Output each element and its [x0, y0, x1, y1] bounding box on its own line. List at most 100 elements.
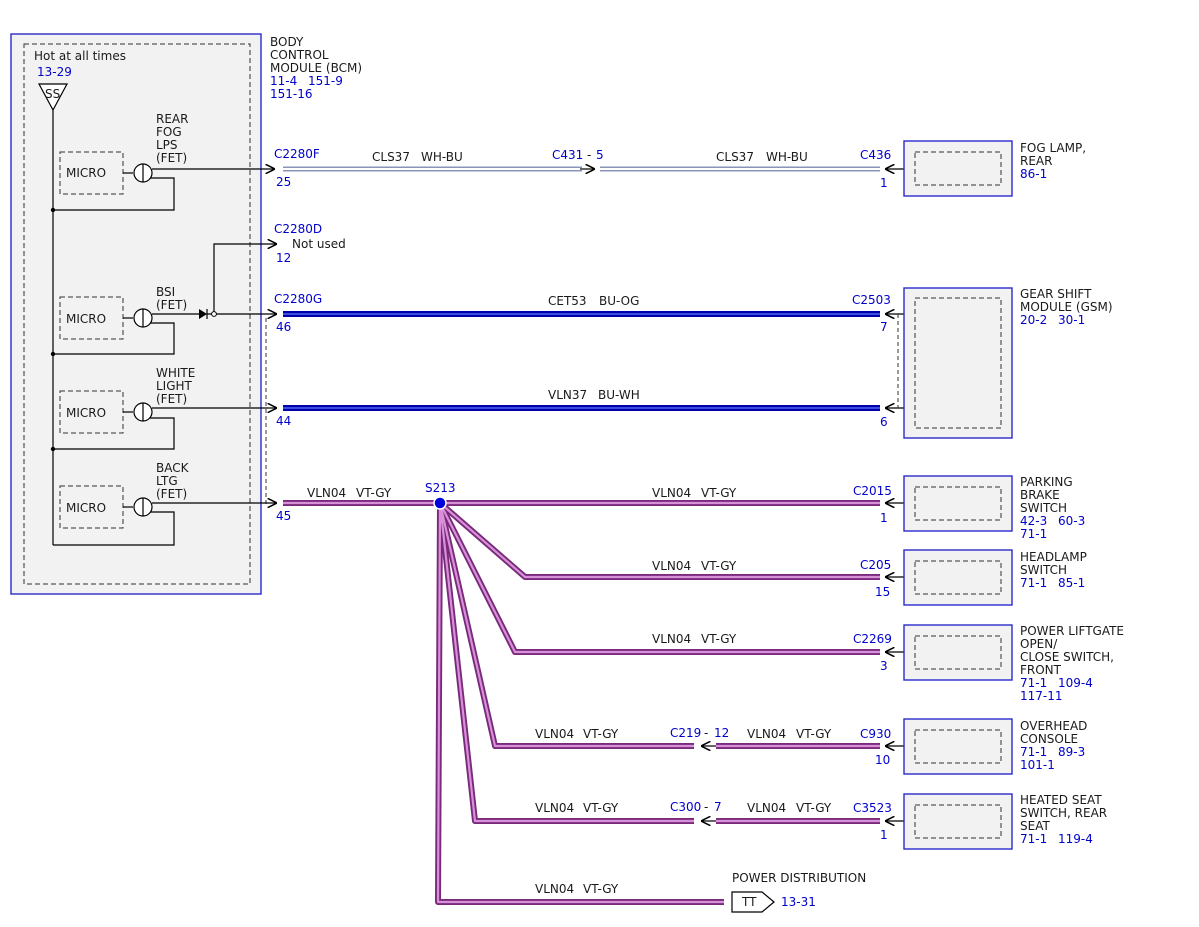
fet-label-4b: LTG: [156, 474, 178, 488]
hs-title-2: SWITCH, REAR: [1020, 806, 1107, 820]
cet53-color: BU-OG: [599, 294, 639, 308]
component-liftgate-switch: POWER LIFTGATE OPEN/ CLOSE SWITCH, FRONT…: [903, 624, 1124, 703]
plg-title-4: FRONT: [1020, 663, 1062, 677]
c2280f-name: C2280F: [274, 147, 320, 161]
micro-label-2: MICRO: [66, 312, 106, 326]
c205-name: C205: [860, 558, 891, 572]
component-fog-lamp: FOG LAMP, REAR 86-1: [903, 140, 1086, 197]
c219-name: C219: [670, 726, 701, 740]
tt-flag-icon: [731, 891, 775, 913]
fet-label-3a: WHITE: [156, 366, 195, 380]
bcm-ref-a: 11-4: [270, 74, 297, 88]
vln04-color-hls: VT-GY: [701, 559, 737, 573]
c2503-pin-6: 6: [880, 415, 888, 429]
cls37-label-b: CLS37: [716, 150, 754, 164]
c2280g-pin: 46: [276, 320, 291, 334]
c930-pin: 10: [875, 753, 890, 767]
c219-pin: 12: [714, 726, 729, 740]
hs-ref-a: 71-1: [1020, 832, 1047, 846]
vln04-label-hs-b: VLN04: [747, 801, 786, 815]
vln04-color-plg: VT-GY: [701, 632, 737, 646]
fog-lamp-title-2: REAR: [1020, 154, 1052, 168]
hls-ref-a: 71-1: [1020, 576, 1047, 590]
vln04-color-hs-a: VT-GY: [583, 801, 619, 815]
pbs-title-3: SWITCH: [1020, 501, 1067, 515]
c2015-name: C2015: [853, 484, 892, 498]
ss-triangle-icon: [37, 83, 69, 112]
vln04-color-bcm: VT-GY: [356, 486, 392, 500]
hls-ref-b: 85-1: [1058, 576, 1085, 590]
c2280d-note: Not used: [292, 237, 346, 251]
c2269-name: C2269: [853, 632, 892, 646]
fet-label-3b: LIGHT: [156, 379, 193, 393]
bcm-channel-white-light: MICRO WHITE LIGHT (FET): [50, 366, 195, 452]
c2280f-pin: 25: [276, 175, 291, 189]
splice-s213: [433, 496, 447, 510]
c2015-pin: 1: [880, 511, 888, 525]
c3523-pin: 1: [880, 828, 888, 842]
plg-ref-b: 109-4: [1058, 676, 1093, 690]
component-headlamp-switch: HEADLAMP SWITCH 71-1 85-1: [903, 549, 1087, 606]
c431-name: C431: [552, 148, 583, 162]
c2503-name: C2503: [852, 293, 891, 307]
pbs-ref-b: 60-3: [1058, 514, 1085, 528]
cls37-label-a: CLS37: [372, 150, 410, 164]
vln04-label-plg: VLN04: [652, 632, 691, 646]
hot-label: Hot at all times: [34, 49, 126, 63]
hs-title-1: HEATED SEAT: [1020, 793, 1102, 807]
bcm-channel-bsi: MICRO BSI (FET): [50, 285, 208, 357]
pd-label: POWER DISTRIBUTION: [732, 871, 866, 885]
micro-label-4: MICRO: [66, 501, 106, 515]
c431-pin: 5: [596, 148, 604, 162]
gsm-ref-b: 30-1: [1058, 313, 1085, 327]
micro-label-3: MICRO: [66, 406, 106, 420]
plg-ref-a: 71-1: [1020, 676, 1047, 690]
fet-label-3c: (FET): [156, 392, 187, 406]
vln37-label: VLN37: [548, 388, 587, 402]
fog-lamp-ref: 86-1: [1020, 167, 1047, 181]
oc-ref-a: 71-1: [1020, 745, 1047, 759]
component-power-distribution: POWER DISTRIBUTION TT 13-31: [731, 871, 866, 913]
vln04-color-oc-a: VT-GY: [583, 727, 619, 741]
plg-title-3: CLOSE SWITCH,: [1020, 650, 1114, 664]
component-overhead-console: OVERHEAD CONSOLE 71-1 89-3 101-1: [903, 718, 1087, 775]
bcm-ref-c: 151-16: [270, 87, 313, 101]
c219-dash: -: [704, 726, 708, 740]
oc-ref-c: 101-1: [1020, 758, 1055, 772]
bcm-channel-rear-fog: MICRO REAR FOG LPS (FET): [50, 112, 188, 213]
c3523-name: C3523: [853, 801, 892, 815]
vln04-label-hs-a: VLN04: [535, 801, 574, 815]
component-heated-seat-switch: HEATED SEAT SWITCH, REAR SEAT 71-1 119-4: [903, 793, 1107, 850]
bcm-channel-back-ltg: MICRO BACK LTG (FET): [53, 461, 190, 546]
diode-icon: [199, 309, 207, 319]
c930-name: C930: [860, 727, 891, 741]
fet-label-4c: (FET): [156, 487, 187, 501]
gsm-ref-a: 20-2: [1020, 313, 1047, 327]
micro-label-1: MICRO: [66, 166, 106, 180]
c2280g-name: C2280G: [274, 292, 322, 306]
hot-ref: 13-29: [37, 65, 72, 79]
s213-name: S213: [425, 481, 456, 495]
c2280d-name: C2280D: [274, 222, 322, 236]
vln04-label-bcm: VLN04: [307, 486, 346, 500]
pbs-ref-a: 42-3: [1020, 514, 1047, 528]
c436-pin: 1: [880, 176, 888, 190]
bcm-title-2: CONTROL: [270, 48, 329, 62]
oc-title-1: OVERHEAD: [1020, 719, 1087, 733]
cls37-color-a: WH-BU: [421, 150, 463, 164]
hs-ref-b: 119-4: [1058, 832, 1093, 846]
gsm-title-1: GEAR SHIFT: [1020, 287, 1092, 301]
component-gsm: GEAR SHIFT MODULE (GSM) 20-2 30-1: [897, 287, 1113, 439]
c431-dash: -: [587, 148, 591, 162]
plg-title-2: OPEN/: [1020, 637, 1058, 651]
fet-label-2a: BSI: [156, 285, 175, 299]
plg-title-1: POWER LIFTGATE: [1020, 624, 1124, 638]
pbs-title-1: PARKING: [1020, 475, 1073, 489]
vln04-label-hls: VLN04: [652, 559, 691, 573]
vln04-color-pd: VT-GY: [583, 882, 619, 896]
hs-title-3: SEAT: [1020, 819, 1050, 833]
fog-lamp-title-1: FOG LAMP,: [1020, 141, 1086, 155]
vln04-color-pbs: VT-GY: [701, 486, 737, 500]
tt-label: TT: [741, 895, 757, 909]
ss-label: SS: [45, 87, 60, 101]
